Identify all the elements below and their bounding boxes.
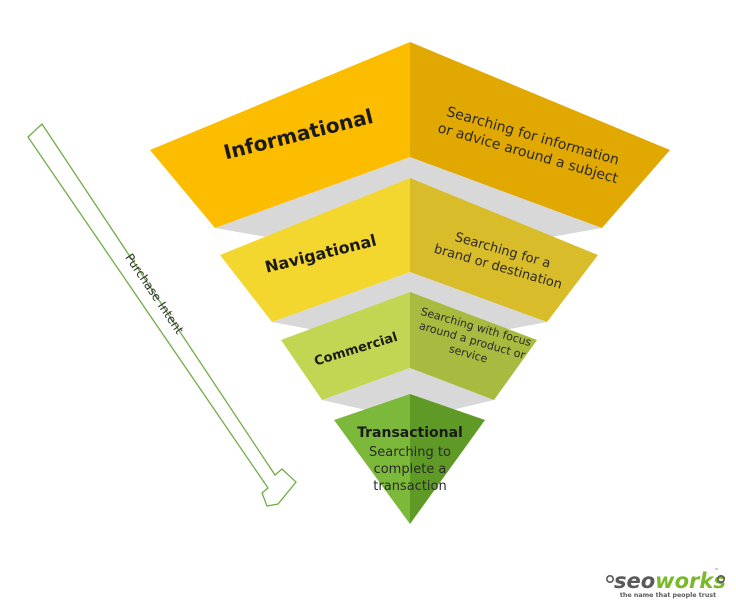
logo-trademark: ™ [714, 568, 719, 574]
funnel-level-navigational: Navigational Searching for a brand or de… [220, 178, 598, 322]
informational-left-face [150, 42, 410, 228]
logo-wordmark: seoworks [614, 569, 726, 593]
transactional-title: Transactional [357, 425, 463, 441]
down-right-arrow-icon [27, 123, 297, 507]
purchase-intent-label: Purchase Intent [122, 251, 186, 337]
shadow-band-3 [322, 368, 494, 420]
logo-brand-suffix: works [655, 569, 726, 593]
transactional-left-face [334, 394, 410, 524]
gear-icon [605, 574, 614, 583]
logo-tagline: the name that people trust [620, 592, 716, 599]
transactional-description-line-1: Searching to [369, 445, 451, 460]
funnel-level-transactional: Transactional Searching to complete a tr… [334, 394, 485, 524]
seoworks-logo: seoworks ™ the name that people trust [605, 568, 726, 599]
commercial-left-face [281, 292, 410, 400]
funnel-level-commercial: Commercial Searching with focus around a… [281, 292, 537, 400]
informational-right-face [410, 42, 670, 228]
transactional-description-line-3: transaction [373, 479, 446, 494]
transactional-description-line-2: complete a [374, 462, 447, 477]
transactional-right-face [410, 394, 485, 524]
commercial-right-face [410, 292, 537, 400]
logo-brand-prefix: seo [614, 569, 655, 593]
gear-icon [716, 574, 725, 583]
navigational-right-face [410, 178, 598, 322]
navigational-left-face [220, 178, 410, 322]
